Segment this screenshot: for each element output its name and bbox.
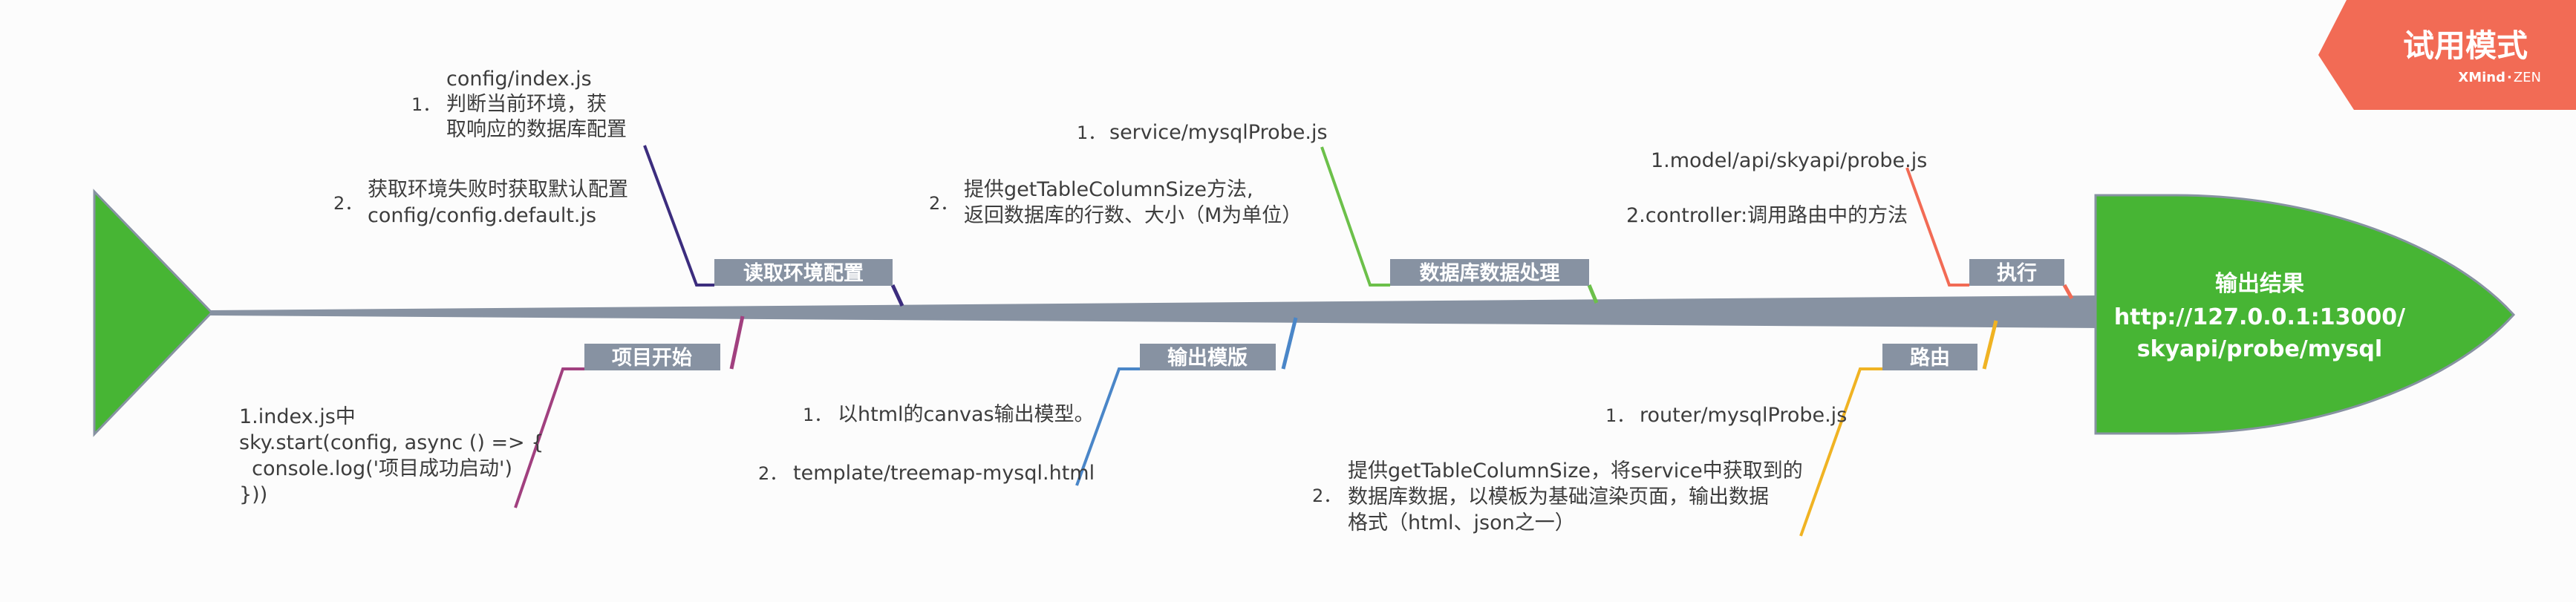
read-env-note-1-num: 1． [411, 94, 440, 115]
template-note-1-line1: 以html的canvas输出模型。 [838, 403, 1095, 426]
branch-db-label-bg [1390, 259, 1589, 286]
router-note-1-num: 1． [1605, 405, 1634, 426]
branch-read-env-label-bg [714, 259, 893, 286]
db-note-1-num: 1． [1077, 122, 1106, 143]
start-note-line1: 1.index.js中 [239, 405, 356, 428]
branch-execute[interactable]: 执行 1.model/api/skyapi/probe.js 2.control… [1626, 149, 2074, 300]
branch-execute-label-bg [1969, 259, 2064, 286]
branch-output-template[interactable]: 输出模版 1． 以html的canvas输出模型。 2． template/tr… [758, 317, 1298, 486]
template-note-1-num: 1． [803, 405, 832, 425]
router-note-2-num: 2． [1312, 485, 1341, 506]
read-env-note-2-num: 2． [333, 193, 362, 214]
router-note-2-line1: 提供getTableColumnSize，将service中获取到的 [1348, 459, 1803, 482]
branch-template-bone [1281, 317, 1298, 370]
branch-db-processing[interactable]: 数据库数据处理 1． service/mysqlProbe.js 2． 提供ge… [929, 121, 1599, 304]
template-note-2-line1: template/treemap-mysql.html [793, 462, 1095, 485]
fish-head-shape [2094, 194, 2516, 435]
db-note-2-line1: 提供getTableColumnSize方法, [964, 178, 1253, 201]
branch-router-label: 路由 [1910, 346, 1950, 370]
head-title: 输出结果 [2215, 271, 2304, 297]
branch-execute-line [1905, 167, 1969, 287]
fish-head-output-result[interactable]: 输出结果 http://127.0.0.1:13000/ skyapi/prob… [2094, 194, 2516, 435]
branch-read-env-config[interactable]: 读取环境配置 1． config/index.js 判断当前环境，获 取响应的数… [333, 68, 904, 307]
branch-execute-label: 执行 [1997, 261, 2037, 285]
branch-router-bone [1982, 320, 1998, 370]
head-url-line2: skyapi/probe/mysql [2137, 336, 2382, 362]
trial-mode-badge[interactable]: 试用模式 XMind·ZEN [2318, 0, 2576, 110]
branch-template-label-bg [1140, 344, 1276, 370]
branch-db-label: 数据库数据处理 [1420, 262, 1560, 285]
branch-template-label: 输出模版 [1167, 346, 1248, 370]
read-env-note-2-line1: 获取环境失败时获取默认配置 [368, 178, 628, 201]
read-env-note-1-line2: 判断当前环境，获 [446, 93, 607, 116]
branch-db-line [1320, 146, 1390, 287]
branch-execute-bone [2062, 284, 2074, 300]
head-url-line1: http://127.0.0.1:13000/ [2114, 304, 2405, 330]
template-note-2-num: 2． [758, 463, 787, 484]
fish-tail[interactable] [93, 189, 214, 437]
start-note-line4: })) [239, 483, 267, 506]
start-note-line2: sky.start(config, async () => { [239, 431, 544, 454]
branch-router-label-bg [1882, 344, 1977, 370]
read-env-note-1-line3: 取响应的数据库配置 [446, 118, 627, 141]
router-note-1-line1: router/mysqlProbe.js [1640, 404, 1847, 427]
start-note-line3: console.log('项目成功启动') [239, 457, 512, 480]
db-note-1-line1: service/mysqlProbe.js [1109, 121, 1328, 144]
execute-note-line2: 2.controller:调用路由中的方法 [1626, 204, 1908, 227]
router-note-2-line3: 格式（html、json之一） [1348, 511, 1575, 534]
xmind-zen-logo: XMind·ZEN [2458, 70, 2541, 85]
branch-start-label: 项目开始 [612, 346, 692, 370]
trial-badge-shape [2318, 0, 2576, 110]
read-env-note-1-line1: config/index.js [446, 68, 592, 91]
branch-start-line [514, 367, 584, 508]
db-note-2-num: 2． [929, 193, 958, 214]
branch-read-env-line [643, 145, 714, 287]
branch-start-bone [729, 315, 745, 370]
branch-read-env-label: 读取环境配置 [743, 262, 864, 285]
branch-router[interactable]: 路由 1． router/mysqlProbe.js 2． 提供getTable… [1312, 320, 1998, 537]
router-note-2-line2: 数据库数据，以模板为基础渲染页面，输出数据 [1348, 485, 1769, 508]
branch-db-bone [1587, 284, 1599, 304]
db-note-2-line2: 返回数据库的行数、大小（M为单位） [964, 204, 1302, 227]
execute-note-line1: 1.model/api/skyapi/probe.js [1651, 149, 1927, 172]
read-env-note-2-line2: config/config.default.js [368, 204, 596, 227]
branch-template-line [1075, 367, 1140, 486]
trial-badge-title: 试用模式 [2403, 27, 2528, 64]
branch-router-line [1799, 367, 1882, 537]
branch-project-start[interactable]: 项目开始 1.index.js中 sky.start(config, async… [239, 315, 745, 508]
branch-start-label-bg [584, 344, 720, 370]
branch-read-env-bone [890, 284, 904, 307]
spine [210, 295, 2103, 328]
